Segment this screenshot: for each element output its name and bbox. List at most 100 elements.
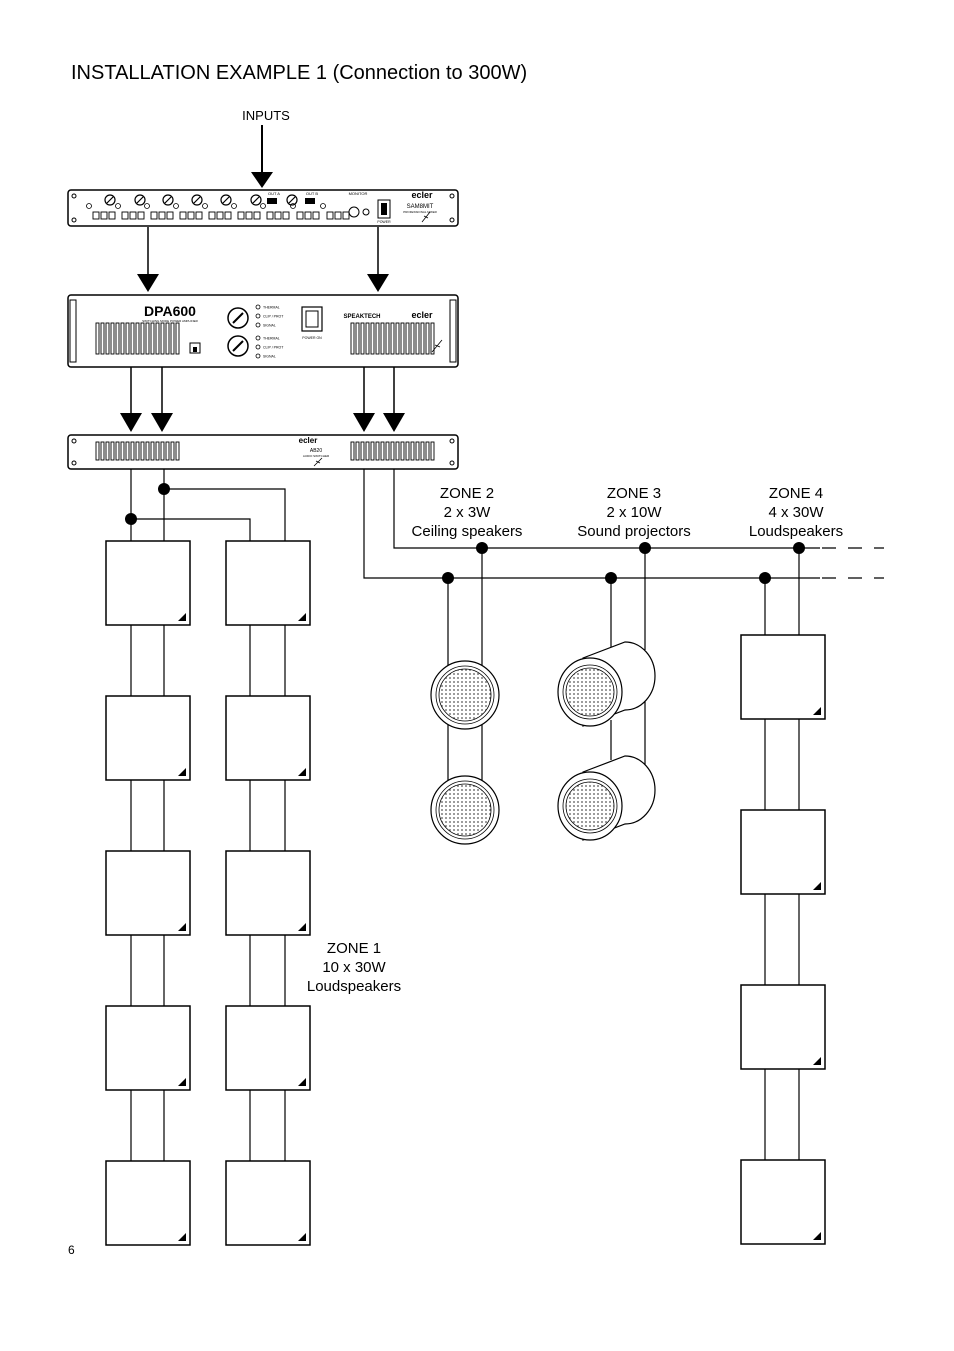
- zone4-spec: 4 x 30W: [768, 504, 824, 521]
- zone1-spec: 10 x 30W: [322, 959, 386, 976]
- mixer-knob: [220, 194, 232, 206]
- loudspeaker-box: [105, 1005, 191, 1091]
- mixer-button: [304, 211, 312, 220]
- vent-slot: [370, 441, 375, 461]
- vent-slot: [165, 441, 170, 461]
- vent-slot: [95, 322, 100, 355]
- zone2-label: ZONE 2 2 x 3W Ceiling speakers: [412, 485, 523, 540]
- indicator-label: CLIP / PROT: [263, 315, 284, 319]
- vent-slot: [130, 441, 135, 461]
- vent-slot: [385, 441, 390, 461]
- indicator-led: [255, 304, 261, 310]
- indicator-label: THERMAL: [263, 337, 280, 341]
- zone1-label: ZONE 1 10 x 30W Loudspeakers: [307, 940, 401, 995]
- zone3-type: Sound projectors: [577, 523, 690, 540]
- mixer-button: [296, 211, 304, 220]
- indicator-led: [255, 344, 261, 350]
- vent-slot: [165, 322, 170, 355]
- mixer-button: [150, 211, 158, 220]
- switcher-model: AB20: [310, 448, 322, 454]
- vent-slot: [420, 441, 425, 461]
- amplifier-series: SPEAKTECH: [343, 314, 380, 320]
- indicator-led: [255, 353, 261, 359]
- switcher-subtitle: AUDIO SWITCHER: [303, 454, 330, 458]
- mixer-button: [179, 211, 187, 220]
- bus-junctions: [442, 542, 805, 584]
- zone1-name: ZONE 1: [327, 940, 381, 957]
- vent-slot: [120, 441, 125, 461]
- indicator-label: SIGNAL: [263, 355, 276, 359]
- vent-slot: [390, 441, 395, 461]
- mixer-button: [274, 211, 282, 220]
- zone1-junction: [158, 483, 170, 495]
- indicator-led: [255, 322, 261, 328]
- amp-to-switcher-arrows: [120, 367, 405, 432]
- vent-slot: [360, 441, 365, 461]
- vent-slot: [385, 322, 390, 355]
- amplifier-vents-left: [95, 322, 180, 355]
- vent-slot: [160, 441, 165, 461]
- loudspeaker-box: [105, 1160, 191, 1246]
- inputs-label: INPUTS: [242, 108, 290, 123]
- mixer-button: [245, 211, 253, 220]
- zone3-spec: 2 x 10W: [606, 504, 662, 521]
- mixer-out-a-label: OUT A: [268, 191, 280, 196]
- mixer-button: [195, 211, 203, 220]
- indicator-led: [255, 335, 261, 341]
- vent-slot: [125, 322, 130, 355]
- vent-slot: [110, 441, 115, 461]
- loudspeaker-box: [740, 634, 826, 720]
- loudspeaker-box: [740, 1159, 826, 1245]
- mixer-brand: ecler: [411, 190, 433, 200]
- mixer-button: [253, 211, 261, 220]
- mixer-unit: OUT A OUT B MONITOR POWER ecler SAM8MIT …: [67, 189, 459, 227]
- amplifier-brand: ecler: [411, 310, 433, 320]
- vent-slot: [365, 441, 370, 461]
- vent-slot: [95, 441, 100, 461]
- loudspeaker-box: [740, 809, 826, 895]
- vent-slot: [395, 441, 400, 461]
- vent-slot: [350, 322, 355, 355]
- loudspeaker-boxes: [105, 540, 826, 1246]
- mixer-button: [92, 211, 100, 220]
- vent-slot: [175, 322, 180, 355]
- loudspeaker-box: [105, 695, 191, 781]
- vent-slot: [400, 322, 405, 355]
- vent-slot: [360, 322, 365, 355]
- loudspeaker-box: [740, 984, 826, 1070]
- amplifier-unit: DPA600 SWITCHING MODE POWER AMPLIFIER TH…: [67, 294, 459, 368]
- vent-slot: [150, 441, 155, 461]
- vent-slot: [115, 322, 120, 355]
- vent-slot: [145, 441, 150, 461]
- vent-slot: [105, 322, 110, 355]
- amplifier-vents-right: [350, 322, 435, 355]
- inputs-arrow: [251, 125, 273, 188]
- vent-slot: [395, 322, 400, 355]
- vent-slot: [375, 441, 380, 461]
- mixer-button: [326, 211, 334, 220]
- vent-slot: [380, 441, 385, 461]
- mixer-button: [137, 211, 145, 220]
- zone3-label: ZONE 3 2 x 10W Sound projectors: [577, 485, 690, 540]
- vent-slot: [415, 322, 420, 355]
- zone4-type: Loudspeakers: [749, 523, 843, 540]
- zone1-type: Loudspeakers: [307, 978, 401, 995]
- mixer-button: [312, 211, 320, 220]
- loudspeaker-box: [225, 1160, 311, 1246]
- amplifier-power-label: POWER ON: [302, 336, 322, 340]
- vent-slot: [145, 322, 150, 355]
- mixer-button: [342, 211, 350, 220]
- vent-slot: [380, 322, 385, 355]
- vent-slot: [430, 441, 435, 461]
- vent-slot: [415, 441, 420, 461]
- zone4-label: ZONE 4 4 x 30W Loudspeakers: [749, 485, 843, 540]
- mixer-button: [224, 211, 232, 220]
- vent-slot: [100, 322, 105, 355]
- loudspeaker-box: [105, 540, 191, 626]
- page-number: 6: [68, 1243, 75, 1257]
- mixer-button: [121, 211, 129, 220]
- loudspeaker-box: [225, 850, 311, 936]
- vent-slot: [120, 322, 125, 355]
